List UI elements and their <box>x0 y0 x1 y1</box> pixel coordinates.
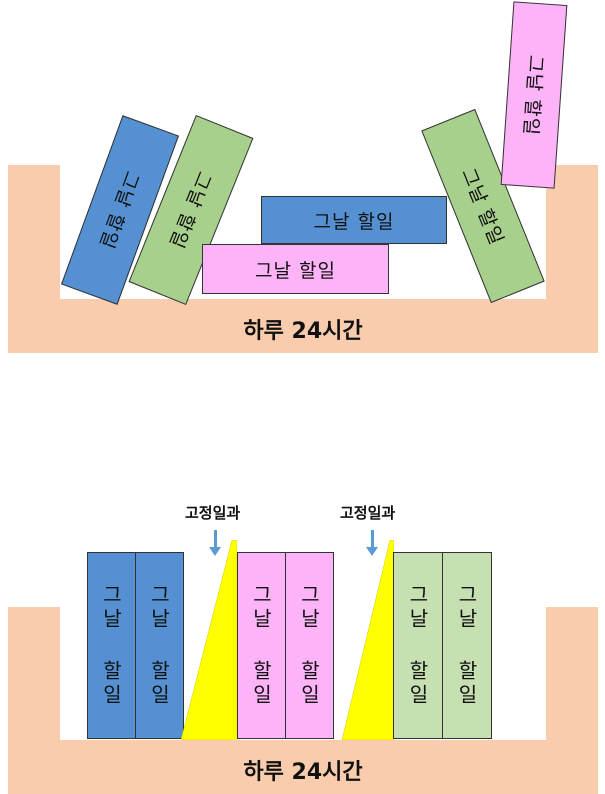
bottom-book-5-label: 그날 할일 <box>405 583 430 708</box>
bottom-book-5: 그날 할일 <box>393 552 443 739</box>
top-book-6: 그날 할일 <box>500 1 568 189</box>
bottom-shelf-label: 하루 24시간 <box>243 760 363 785</box>
top-book-2-label: 그날 할일 <box>164 167 215 252</box>
top-book-1-label: 그날 할일 <box>94 167 143 252</box>
bottom-book-4: 그날 할일 <box>285 552 334 739</box>
bottom-tray-base: 하루 24시간 <box>8 740 598 794</box>
top-shelf-label: 하루 24시간 <box>243 319 363 344</box>
fixed-routine-label-2: 고정일과 <box>340 504 396 522</box>
top-book-6-label: 그날 할일 <box>518 53 547 137</box>
top-book-4: 그날 할일 <box>261 196 447 244</box>
bottom-book-6: 그날 할일 <box>442 552 492 739</box>
bottom-book-2-label: 그날 할일 <box>147 583 171 708</box>
bottom-book-3-label: 그날 할일 <box>249 583 273 708</box>
bottom-book-1: 그날 할일 <box>87 552 136 739</box>
bottom-book-2: 그날 할일 <box>135 552 184 739</box>
bottom-book-6-label: 그날 할일 <box>454 583 479 708</box>
bottom-book-4-label: 그날 할일 <box>297 583 321 708</box>
top-book-3-label: 그날 할일 <box>255 259 336 282</box>
top-book-4-label: 그날 할일 <box>313 210 395 233</box>
bottom-book-1-label: 그날 할일 <box>99 583 123 708</box>
top-tray-base: 하루 24시간 <box>8 299 598 353</box>
fixed-routine-label-1: 고정일과 <box>185 504 241 522</box>
fixed-routine-wedge-2 <box>342 540 394 740</box>
fixed-routine-wedge-1 <box>181 540 237 740</box>
fixed-routine-arrow-1 <box>209 530 221 556</box>
top-book-3: 그날 할일 <box>202 244 389 294</box>
fixed-routine-arrow-2 <box>366 530 378 556</box>
bottom-book-3: 그날 할일 <box>237 552 286 739</box>
